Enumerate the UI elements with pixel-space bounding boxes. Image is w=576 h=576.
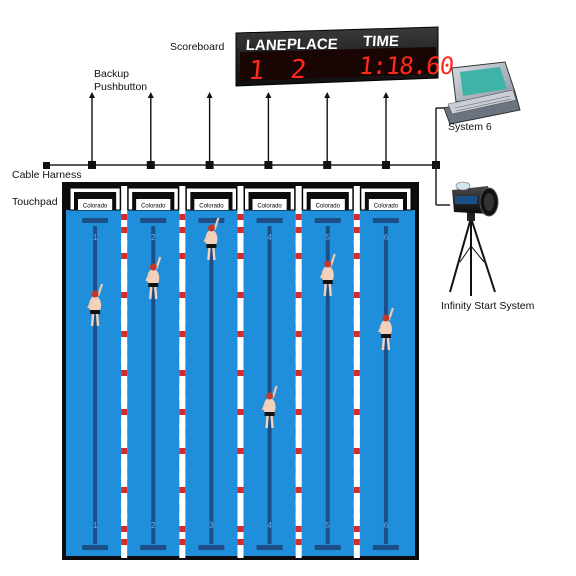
- infinity-start-label: Infinity Start System: [441, 300, 535, 312]
- touchpad-lane-5: Colorado: [302, 187, 354, 211]
- scoreboard-time-value: 1:18.60: [358, 52, 455, 80]
- lane-line-3: [198, 218, 225, 550]
- lane-number-bottom: 1: [93, 521, 98, 530]
- swimmer-icon: [203, 217, 220, 261]
- backup-pushbuttons: [88, 92, 390, 169]
- cable-harness: [43, 107, 450, 206]
- swimmer-icon: [261, 385, 278, 429]
- backup-pushbutton-3: [205, 92, 214, 169]
- swimmer-icon: [319, 253, 336, 297]
- lane-rope-3: [237, 186, 244, 558]
- touchpad-brand-label: Colorado: [374, 204, 399, 210]
- backup-pushbutton-2: [146, 92, 155, 169]
- lane-number-bottom: 2: [151, 521, 156, 530]
- backup-pushbutton-label-line1: Backup: [94, 68, 130, 80]
- swimmer-icon: [145, 256, 162, 300]
- cable-harness-label: Cable Harness: [12, 169, 82, 181]
- lane-line-4: [256, 218, 283, 550]
- lane-number-top: 6: [384, 233, 389, 242]
- lane-number-bottom: 4: [267, 521, 272, 530]
- backup-pushbutton-5: [323, 92, 332, 169]
- lane-line-1: [82, 218, 109, 550]
- swimmers: [87, 217, 394, 429]
- lane-number-bottom: 5: [326, 521, 331, 530]
- lane-number-top: 4: [267, 233, 272, 242]
- lane-rope-2: [179, 186, 186, 558]
- touchpad-lane-3: Colorado: [185, 187, 237, 211]
- lane-rope-1: [121, 186, 128, 558]
- touchpad-brand-label: Colorado: [257, 204, 282, 210]
- scoreboard-lane-value: 1: [247, 56, 266, 86]
- lane-number-top: 2: [151, 233, 156, 242]
- lane-line-5: [314, 218, 341, 550]
- touchpad-brand-label: Colorado: [141, 204, 166, 210]
- touchpad-label: Touchpad: [12, 196, 58, 208]
- lane-rope-5: [353, 186, 360, 558]
- lane-number-bottom: 3: [209, 521, 214, 530]
- pool-lanes: Colorado11Colorado22Colorado33Colorado44…: [69, 186, 412, 558]
- lane-line-6: [372, 218, 399, 550]
- lane-number-bottom: 6: [384, 521, 389, 530]
- lane-number-top: 5: [326, 233, 331, 242]
- backup-pushbutton-4: [264, 92, 273, 169]
- touchpad-lane-6: Colorado: [360, 187, 412, 211]
- touchpad-brand-label: Colorado: [83, 204, 108, 210]
- lane-rope-4: [295, 186, 302, 558]
- backup-pushbutton-label-line2: Pushbutton: [94, 81, 148, 93]
- scoreboard-header-lane: LANE: [245, 37, 287, 54]
- system6-label: System 6: [448, 121, 492, 133]
- infinity-start-horn-icon: [449, 181, 499, 296]
- scoreboard-label: Scoreboard: [170, 41, 225, 53]
- touchpad-lane-2: Colorado: [127, 187, 179, 211]
- swimmer-icon: [378, 307, 394, 351]
- scoreboard: LANE PLACE TIME 1 2 1:18.60: [235, 26, 455, 87]
- lane-line-2: [140, 218, 167, 550]
- touchpad-lane-4: Colorado: [244, 187, 296, 211]
- swimmer-icon: [87, 283, 104, 327]
- scoreboard-header-time: TIME: [363, 33, 400, 50]
- touchpad-brand-label: Colorado: [316, 204, 341, 210]
- scoreboard-place-value: 2: [289, 55, 308, 85]
- backup-pushbutton-6: [382, 92, 390, 169]
- touchpad-brand-label: Colorado: [199, 204, 224, 210]
- scoreboard-header-place: PLACE: [286, 36, 338, 53]
- lane-number-top: 1: [93, 233, 98, 242]
- touchpad-lane-1: Colorado: [69, 187, 121, 211]
- backup-pushbutton-1: [88, 92, 96, 169]
- system6-console-icon: [443, 61, 521, 125]
